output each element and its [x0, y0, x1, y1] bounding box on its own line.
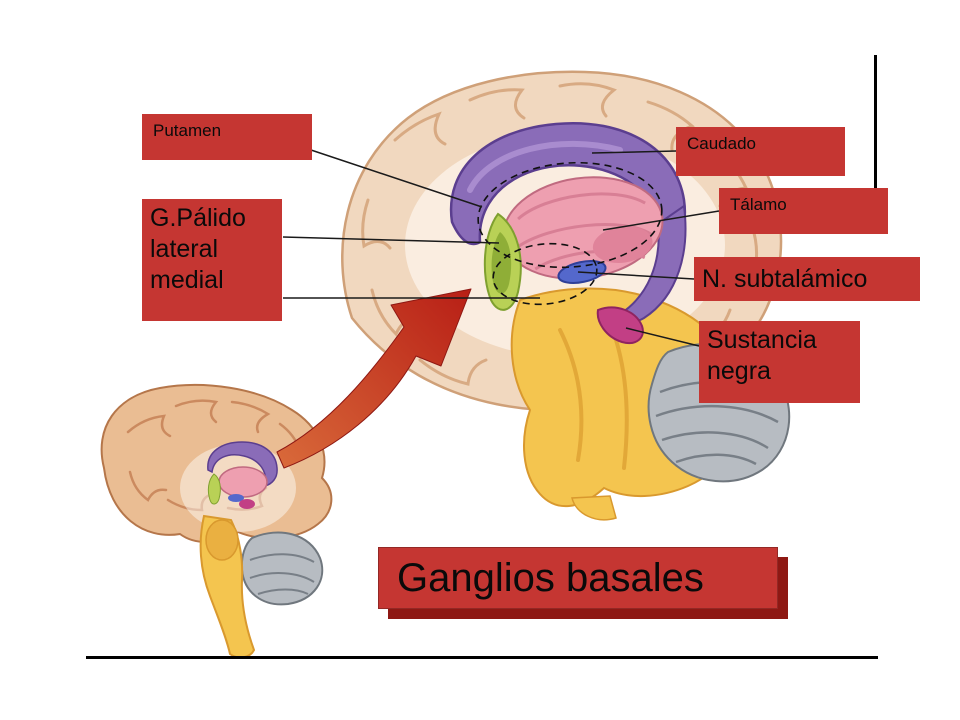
label-globo-palido: G.Pálido lateral medial: [142, 199, 282, 321]
connector-talamo: [602, 210, 720, 231]
connector-caudado: [591, 150, 677, 154]
slide-title-box: Ganglios basales: [378, 547, 778, 609]
label-nucleo-subtalamico: N. subtalámico: [694, 257, 920, 301]
connector-gpalido-lateral: [282, 236, 500, 244]
connector-sustancia: [625, 327, 700, 347]
substantia-nigra-shape: [596, 306, 644, 344]
label-talamo: Tálamo: [719, 188, 888, 234]
label-sustancia-line1: Sustancia: [707, 326, 817, 354]
thalamus-shape: [502, 176, 664, 280]
label-sustancia-line2: negra: [707, 357, 771, 385]
label-putamen-text: Putamen: [153, 121, 222, 140]
label-subtalamico-text: N. subtalámico: [702, 265, 868, 293]
small-brain: [100, 383, 333, 659]
slide-title-text: Ganglios basales: [397, 556, 704, 600]
small-deep-structures: [180, 441, 296, 532]
pointer-arrow: [276, 288, 472, 469]
label-gpalido-line2: lateral: [150, 235, 219, 263]
connector-putamen: [310, 149, 483, 208]
small-brainstem-shape: [199, 514, 256, 659]
label-gpalido-line3: medial: [150, 266, 224, 294]
label-caudado-text: Caudado: [687, 134, 757, 153]
dashed-outline: [477, 161, 663, 306]
connector-subtalamico: [577, 271, 695, 280]
label-caudado: Caudado: [676, 127, 845, 176]
frame-line-bottom: [86, 656, 878, 659]
label-talamo-text: Tálamo: [730, 195, 787, 214]
connector-lines: [282, 149, 720, 347]
caudate-putamen-shape: [449, 122, 687, 323]
label-gpalido-line1: G.Pálido: [150, 204, 246, 232]
label-putamen: Putamen: [142, 114, 312, 160]
globus-pallidus-shape: [483, 212, 522, 311]
label-sustancia-negra: Sustancia negra: [699, 321, 860, 403]
small-cerebellum-shape: [240, 531, 324, 606]
frame-line-right: [874, 55, 877, 233]
